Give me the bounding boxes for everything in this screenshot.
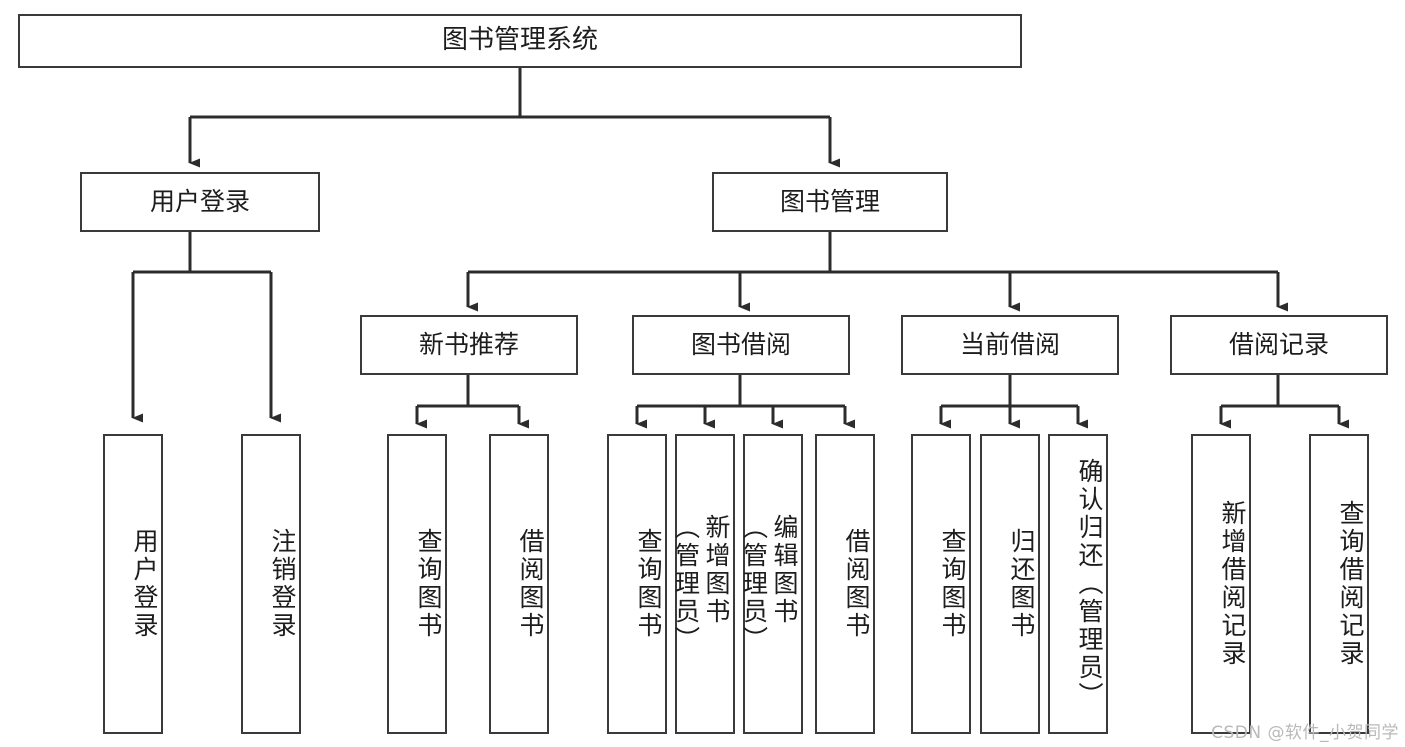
node-label: 编辑图书 （管理员） [739,514,800,654]
leaf-query-book-from-current[interactable]: 查询图书 [911,434,971,734]
node-user-login[interactable]: 用户登录 [80,172,320,232]
leaf-return-book[interactable]: 归还图书 [980,434,1040,734]
leaf-query-book-from-borrow[interactable]: 查询图书 [607,434,667,734]
node-label: 新书推荐 [418,330,519,359]
node-label: 图书管理系统 [441,25,598,56]
node-label: 新增图书 （管理员） [671,514,732,654]
node-label: 借阅图书 [842,528,871,640]
leaf-add-book-admin[interactable]: 新增图书 （管理员） [672,434,735,734]
node-label: 查询借阅记录 [1336,500,1365,668]
node-label: 查询图书 [414,528,443,640]
node-root-book-management-system[interactable]: 图书管理系统 [18,14,1022,68]
leaf-borrow-book-from-borrow[interactable]: 借阅图书 [815,434,875,734]
node-book-borrow[interactable]: 图书借阅 [632,315,850,375]
node-new-book-recommend[interactable]: 新书推荐 [360,315,578,375]
leaf-edit-book-admin[interactable]: 编辑图书 （管理员） [740,434,803,734]
leaf-query-borrow-record[interactable]: 查询借阅记录 [1309,434,1369,734]
node-borrow-record[interactable]: 借阅记录 [1170,315,1388,375]
node-label: 查询图书 [634,528,663,640]
node-label: 当前借阅 [959,330,1060,359]
node-label: 确认归还（管理员） [1075,458,1104,710]
leaf-confirm-return-admin[interactable]: 确认归还（管理员） [1048,434,1108,734]
leaf-user-login[interactable]: 用户登录 [103,434,163,734]
node-label: 借阅记录 [1228,330,1329,359]
node-label: 查询图书 [938,528,967,640]
node-label: 归还图书 [1007,528,1036,640]
node-label: 用户登录 [130,528,159,640]
node-label: 图书借阅 [690,330,791,359]
node-label: 用户登录 [149,187,250,216]
node-label: 新增借阅记录 [1218,500,1247,668]
leaf-add-borrow-record[interactable]: 新增借阅记录 [1191,434,1251,734]
leaf-logout-login[interactable]: 注销登录 [241,434,301,734]
node-current-borrow[interactable]: 当前借阅 [901,315,1119,375]
csdn-watermark: CSDN @软件_小贺同学 [1211,723,1399,743]
node-label: 注销登录 [268,528,297,640]
node-label: 借阅图书 [516,528,545,640]
leaf-borrow-book-from-recommend[interactable]: 借阅图书 [489,434,549,734]
node-book-manage[interactable]: 图书管理 [712,172,948,232]
leaf-query-book-from-recommend[interactable]: 查询图书 [387,434,447,734]
node-label: 图书管理 [779,187,880,216]
